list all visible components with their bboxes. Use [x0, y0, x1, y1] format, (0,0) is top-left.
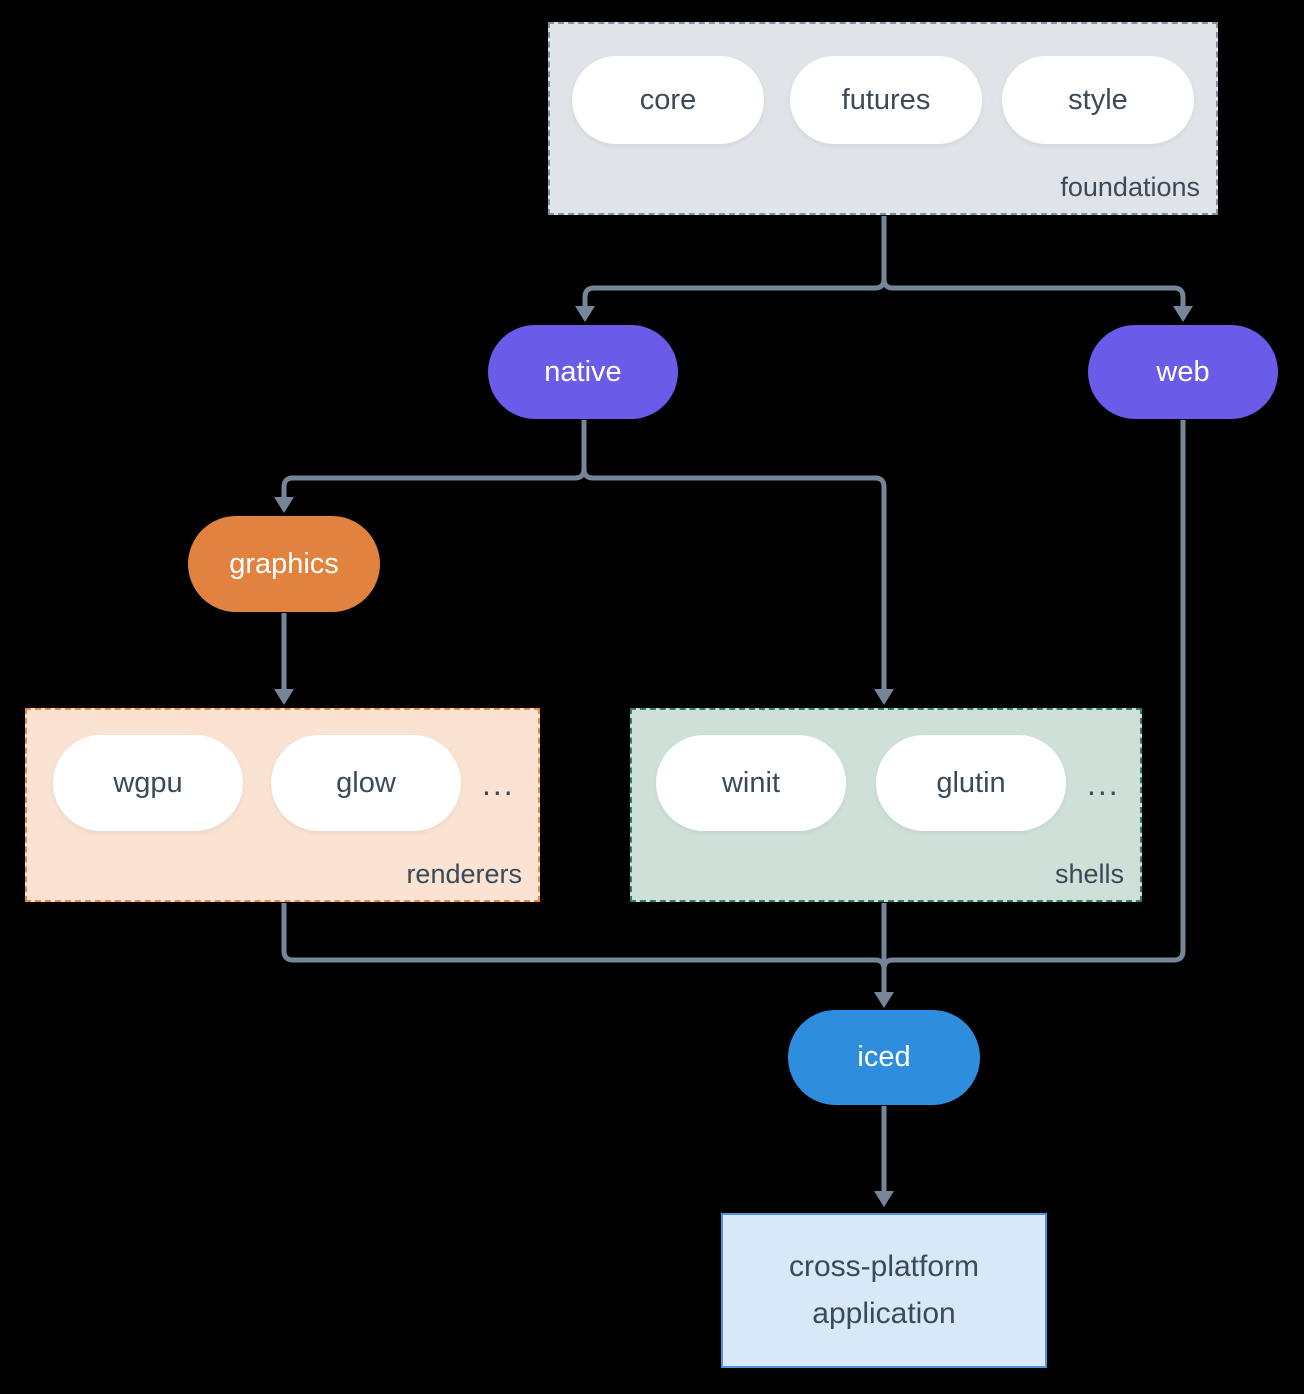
shells-group: winit glutin ... shells — [630, 708, 1142, 902]
node-wgpu: wgpu — [53, 735, 243, 831]
node-graphics: graphics — [188, 516, 380, 612]
shells-group-label: shells — [1054, 859, 1124, 889]
arrowhead-shells — [874, 689, 894, 705]
node-application: cross-platform application — [721, 1213, 1047, 1368]
foundations-group: core futures style foundations — [548, 22, 1218, 215]
node-glutin-label: glutin — [936, 766, 1006, 799]
arrowhead-application — [874, 1191, 894, 1207]
node-glow-label: glow — [336, 766, 396, 799]
node-core-label: core — [639, 83, 697, 116]
connector-foundations-native — [582, 216, 887, 306]
connector-renderers-iced — [281, 903, 887, 993]
node-glutin: glutin — [876, 735, 1066, 831]
node-style: style — [1002, 56, 1194, 144]
node-iced: iced — [788, 1010, 980, 1105]
connector-web-iced — [881, 420, 1186, 993]
node-web-label: web — [1156, 355, 1210, 388]
node-winit-label: winit — [721, 766, 780, 799]
connector-native-graphics — [281, 420, 587, 498]
node-graphics-label: graphics — [229, 547, 339, 580]
connector-native-shells — [581, 420, 887, 690]
renderers-group-label: renderers — [406, 859, 522, 889]
arrowhead-renderers — [274, 689, 294, 705]
arrowhead-graphics — [274, 497, 294, 513]
node-native: native — [488, 325, 678, 419]
arrowhead-native — [575, 306, 595, 322]
node-style-label: style — [1068, 83, 1128, 116]
arrowhead-web — [1173, 306, 1193, 322]
node-glow: glow — [271, 735, 461, 831]
node-wgpu-label: wgpu — [113, 766, 183, 799]
node-application-label: cross-platform application — [788, 1250, 980, 1330]
node-winit: winit — [656, 735, 846, 831]
arrowhead-iced — [874, 992, 894, 1008]
node-futures-label: futures — [841, 83, 931, 116]
foundations-group-label: foundations — [1060, 172, 1200, 202]
renderers-group: wgpu glow ... renderers — [25, 708, 540, 902]
node-iced-label: iced — [857, 1041, 911, 1073]
node-core: core — [572, 56, 764, 144]
node-web: web — [1088, 325, 1278, 419]
shells-ellipsis: ... — [1087, 766, 1120, 802]
connector-foundations-web — [881, 216, 1186, 306]
node-futures: futures — [790, 56, 982, 144]
renderers-ellipsis: ... — [482, 766, 515, 802]
node-native-label: native — [544, 355, 622, 388]
